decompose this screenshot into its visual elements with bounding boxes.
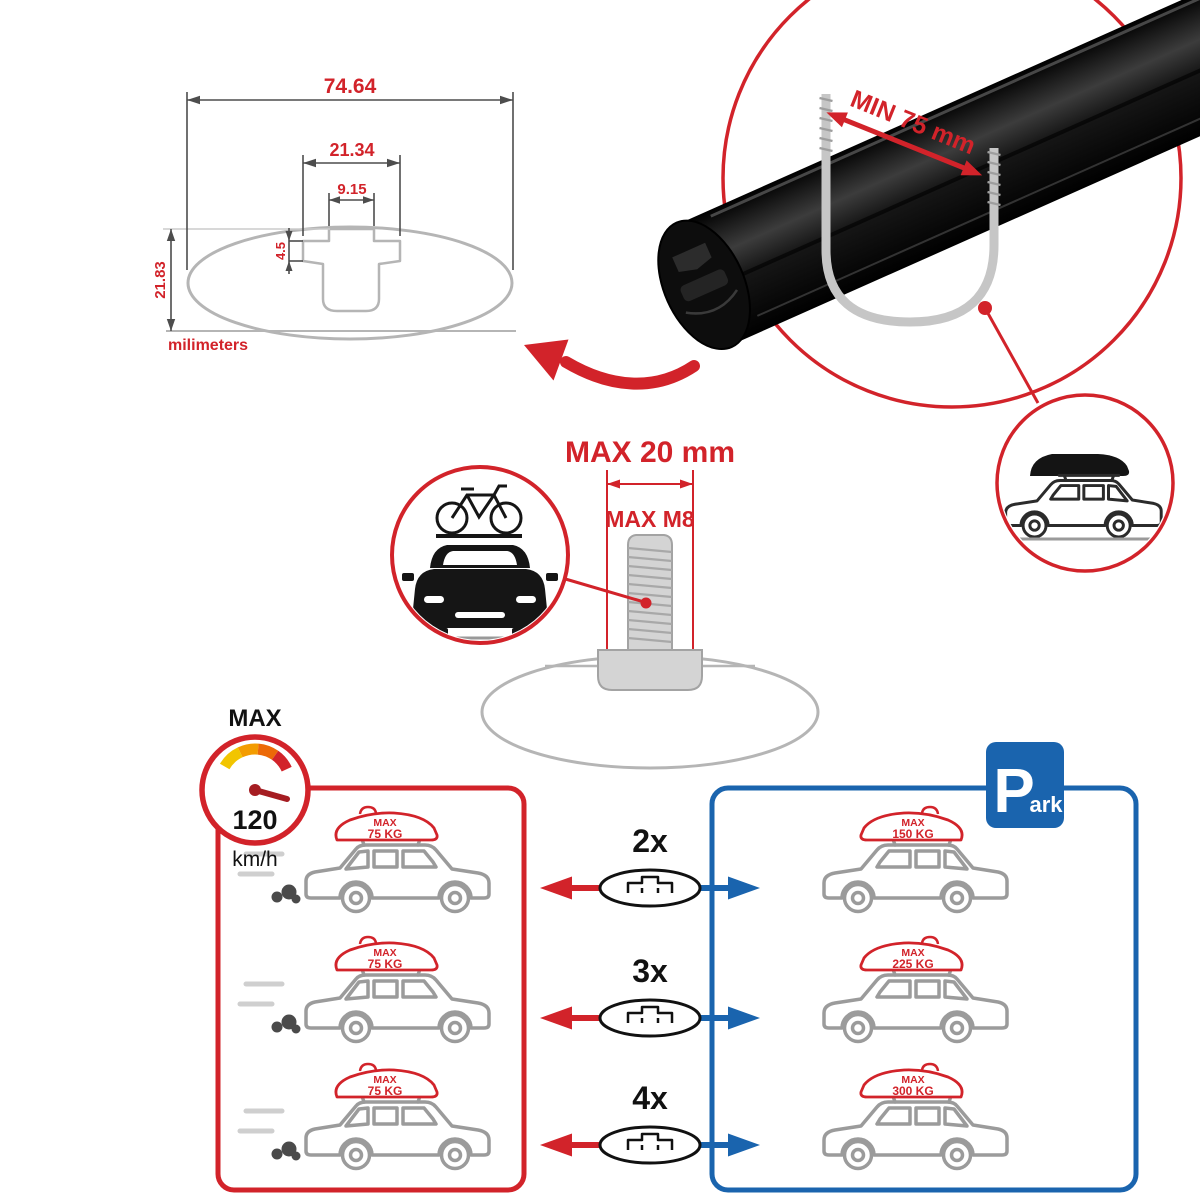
load-label-line1: MAX xyxy=(901,1074,924,1086)
red-arrowhead xyxy=(540,1133,572,1157)
bar-cross-section-icon xyxy=(598,1125,702,1165)
profile-cross-section xyxy=(301,227,402,313)
load-label-line2: 150 KG xyxy=(892,827,933,841)
gauge-max-label: MAX xyxy=(228,705,281,732)
multiplier-label: 2x xyxy=(632,823,668,859)
bolt-max-length: MAX 20 mm xyxy=(565,436,735,469)
bike-car-circle xyxy=(390,465,570,645)
multiplier-row-1: 2x xyxy=(540,823,760,908)
park-sign-plate xyxy=(986,742,1064,828)
dim-slot-depth-value: 4.5 xyxy=(273,242,288,260)
dim-total-width-value: 74.64 xyxy=(324,75,377,98)
load-label-line1: MAX xyxy=(901,817,924,829)
load-label-line2: 300 KG xyxy=(892,1084,933,1098)
red-arrowhead xyxy=(540,1006,572,1030)
bike-leader-line xyxy=(561,576,645,604)
bike-leader-dot xyxy=(640,597,652,609)
park-sign-suffix: ark xyxy=(1029,792,1063,817)
driving-row-3: MAX 75 KG xyxy=(237,1062,491,1171)
units-label: milimeters xyxy=(168,337,248,354)
load-label-line2: 225 KG xyxy=(892,957,933,971)
bar-cross-section-icon xyxy=(598,998,702,1038)
load-label-line1: MAX xyxy=(901,947,924,959)
load-label-line1: MAX xyxy=(373,1074,396,1086)
dim-slot-outer-value: 21.34 xyxy=(329,140,374,160)
profile-ellipse xyxy=(186,225,514,341)
multiplier-label: 3x xyxy=(632,953,668,989)
gauge-units: km/h xyxy=(232,848,278,871)
exhaust-smoke xyxy=(271,1141,301,1161)
park-sign-letter: P xyxy=(993,757,1034,826)
blue-arrowhead xyxy=(728,1133,760,1157)
bolt-spec-diagram: MAX 20 mm MAX M8 xyxy=(480,436,820,770)
multiplier-row-3: 4x xyxy=(540,1080,760,1165)
red-arrowhead xyxy=(540,876,572,900)
motion-lines xyxy=(237,981,285,1007)
exhaust-smoke xyxy=(271,1014,301,1034)
profile-dimension-diagram: 74.64 21.34 9.15 4.5 xyxy=(152,75,516,354)
gauge-arc xyxy=(219,743,292,772)
dim-profile-height-value: 21.83 xyxy=(152,261,169,299)
motion-lines xyxy=(237,1108,285,1134)
u-bolt xyxy=(819,94,1001,327)
dim-slot-outer-width: 21.34 xyxy=(302,140,401,236)
load-label-line2: 75 KG xyxy=(368,827,403,841)
speed-gauge: MAX 120 km/h xyxy=(199,705,311,871)
dim-slot-inner-width: 9.15 xyxy=(328,181,375,226)
dim-slot-inner-value: 9.15 xyxy=(337,181,366,198)
bolt-threads xyxy=(627,546,673,644)
parked-row-2: MAX 225 KG xyxy=(822,935,1009,1044)
driving-row-2: MAX 75 KG xyxy=(237,935,491,1044)
crossbar xyxy=(657,0,1200,351)
load-label-line1: MAX xyxy=(373,947,396,959)
load-label-line2: 75 KG xyxy=(368,1084,403,1098)
gauge-value: 120 xyxy=(232,805,277,835)
threaded-bolt xyxy=(597,534,703,691)
roofbox-car-circle xyxy=(995,393,1175,573)
bolt-dimension-lines xyxy=(606,470,694,650)
leader-line xyxy=(983,307,1040,404)
crossbar-detail-circle: MIN 75 mm xyxy=(657,0,1200,409)
slot-nut xyxy=(597,649,703,691)
load-label-line2: 75 KG xyxy=(368,957,403,971)
bolt-max-thread: MAX M8 xyxy=(605,506,695,532)
multiplier-row-2: 3x xyxy=(540,953,760,1038)
park-sign: P ark xyxy=(986,742,1064,828)
dim-profile-height: 21.83 xyxy=(152,229,176,331)
dim-total-width: 74.64 xyxy=(186,75,514,270)
dim-slot-depth: 4.5 xyxy=(273,228,303,274)
bicycle-icon xyxy=(435,484,523,535)
blue-arrowhead xyxy=(728,1006,760,1030)
roof-box-black xyxy=(1030,454,1130,476)
driving-row-1: MAX 75 KG xyxy=(237,805,491,914)
parked-row-1: MAX 150 KG xyxy=(822,805,1009,914)
zoom-arrow xyxy=(524,339,700,390)
exhaust-smoke xyxy=(271,884,301,904)
multiplier-label: 4x xyxy=(632,1080,668,1116)
parked-row-3: MAX 300 KG xyxy=(822,1062,1009,1171)
blue-arrowhead xyxy=(728,876,760,900)
bar-cross-section-icon xyxy=(598,868,702,908)
motion-lines xyxy=(237,851,285,877)
load-label-line1: MAX xyxy=(373,817,396,829)
u-bolt-threads xyxy=(819,96,1001,207)
